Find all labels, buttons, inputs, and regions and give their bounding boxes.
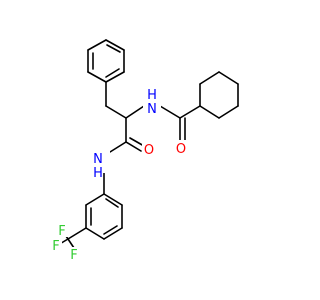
bond [85,227,105,240]
double-bond-inner [103,225,118,235]
phenyl-ring [87,39,125,83]
double-bond-inner [105,68,120,78]
bond [199,71,220,85]
h-atom-anilide: H [93,166,103,181]
n-atom-anilide: N [93,152,103,167]
bond-c-cyclohexyl [179,105,201,119]
bond-alpha-to-n [125,105,145,119]
bond-c-f [67,238,75,249]
label-bg [50,238,62,252]
aryl-ring [85,193,123,240]
f-atom-3: F [58,224,65,239]
cyclohexyl-ring [199,71,239,119]
double-bond-c-o [129,137,145,147]
bond-aryl-cf3 [67,227,87,240]
h-atom-amide: H [147,88,157,103]
bond [103,227,123,240]
n-atom-amide: N [147,102,157,117]
f-atom-2: F [70,248,77,263]
bond [199,105,220,119]
label-bg [143,92,161,120]
bond [105,39,125,51]
atom-labels: H N O O N H F F F [50,88,188,263]
double-bond-inner [106,44,121,53]
bond [105,71,125,83]
label-bg [88,149,110,173]
f-atom-1: F [52,239,59,254]
bond-alpha [105,105,127,119]
bond-c-n [109,141,127,153]
bond [87,71,107,83]
label-bg [56,223,68,237]
bond-n-c [159,105,181,119]
label-bg [142,141,156,157]
bond-c-o [125,141,142,152]
structure-canvas: H N O O N H F F F [50,39,239,263]
bond [85,193,105,206]
label-bg [68,247,80,261]
molecule-diagram: H N O O N H F F F [50,39,239,263]
double-bond-inner [105,198,119,208]
bond [218,71,239,85]
label-bg [174,140,188,156]
bond [103,193,123,206]
bond [218,105,239,119]
o-atom-amide1: O [144,143,154,158]
bond [87,39,107,51]
o-atom-amide2: O [176,142,186,157]
